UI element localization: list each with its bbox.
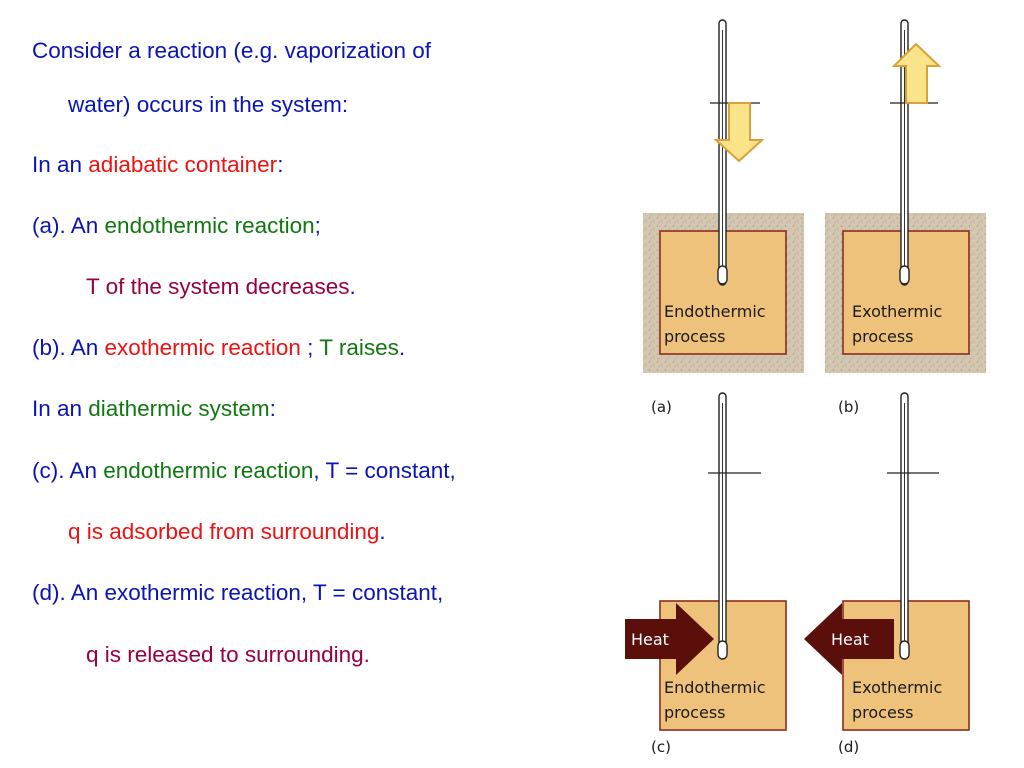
box-label-d-1: Exothermic xyxy=(852,678,942,697)
text-segment: exothermic reaction xyxy=(104,335,308,360)
text-segment: (a). An xyxy=(32,213,105,238)
panel-b: Exothermic process (b) xyxy=(825,19,986,416)
text-line-8: (c). An endothermic reaction, T = consta… xyxy=(32,458,456,484)
text-segment: q is adsorbed from surrounding xyxy=(68,519,380,544)
text-line-3: In an adiabatic container: xyxy=(32,152,283,178)
box-label-b-2: process xyxy=(852,327,913,346)
panel-d: Heat Exothermic process (d) xyxy=(804,392,970,756)
text-line-1: Consider a reaction (e.g. vaporization o… xyxy=(32,38,431,64)
temperature-up-arrow xyxy=(891,42,942,104)
panel-tag-d: (d) xyxy=(838,738,859,756)
text-segment: (d). An exothermic reaction, T = constan… xyxy=(32,580,444,605)
panel-tag-b: (b) xyxy=(838,398,859,416)
text-line-7: In an diathermic system: xyxy=(32,396,276,422)
text-segment: (c). An xyxy=(32,458,104,483)
text-segment: q is released to surrounding. xyxy=(86,642,370,667)
text-segment: ; xyxy=(307,335,320,360)
heat-label-c: Heat xyxy=(631,630,669,649)
text-segment: : xyxy=(269,396,276,421)
thermometer-figure: Endothermic process (a) Exothermic proce… xyxy=(600,0,1024,768)
box-label-a-2: process xyxy=(664,327,725,346)
heat-label-d: Heat xyxy=(831,630,869,649)
box-label-c-2: process xyxy=(664,703,725,722)
text-line-9: q is adsorbed from surrounding. xyxy=(68,519,386,545)
thermometer-bulb xyxy=(717,265,728,285)
heat-in-arrow xyxy=(625,603,714,675)
panel-tag-c: (c) xyxy=(651,738,671,756)
panel-tag-a: (a) xyxy=(651,398,672,416)
thermometer-c xyxy=(708,392,761,660)
text-segment: (b). An xyxy=(32,335,105,360)
panel-a: Endothermic process (a) xyxy=(643,19,804,416)
text-segment: T raises xyxy=(319,335,399,360)
thermometer-diagram: Endothermic process (a) Exothermic proce… xyxy=(625,19,986,756)
text-segment: : xyxy=(277,152,284,177)
temperature-down-arrow xyxy=(713,102,765,163)
box-label-c-1: Endothermic xyxy=(664,678,766,697)
text-segment: In an xyxy=(32,396,89,421)
text-line-11: q is released to surrounding. xyxy=(86,642,370,668)
text-line-10: (d). An exothermic reaction, T = constan… xyxy=(32,580,443,606)
text-line-5: T of the system decreases. xyxy=(86,274,356,300)
panel-c: Heat Endothermic process (c) xyxy=(625,392,787,756)
text-segment: In an xyxy=(32,152,89,177)
text-segment: water) occurs in the system: xyxy=(68,92,349,117)
box-label-d-2: process xyxy=(852,703,913,722)
text-segment: . xyxy=(398,335,406,360)
box-label-b-1: Exothermic xyxy=(852,302,942,321)
thermometer-a xyxy=(710,19,760,286)
text-segment: ; xyxy=(314,213,321,238)
thermometer-bulb xyxy=(717,640,728,660)
text-segment: endothermic reaction xyxy=(103,458,314,483)
text-segment: diathermic system xyxy=(88,396,270,421)
text-line-4: (a). An endothermic reaction; xyxy=(32,213,321,239)
text-segment: adiabatic container xyxy=(88,152,278,177)
text-segment: T of the system decreases xyxy=(86,274,350,299)
thermometer-bulb xyxy=(899,640,910,660)
text-segment: , T = constant, xyxy=(313,458,456,483)
text-line-6: (b). An exothermic reaction ; T raises. xyxy=(32,335,405,361)
thermometer-bulb xyxy=(899,265,910,285)
text-segment: . xyxy=(349,274,356,299)
box-label-a-1: Endothermic xyxy=(664,302,766,321)
text-line-2: water) occurs in the system: xyxy=(68,92,348,118)
slide-text: Consider a reaction (e.g. vaporization o… xyxy=(32,38,456,668)
heat-out-arrow xyxy=(804,603,894,675)
text-segment: endothermic reaction xyxy=(104,213,315,238)
text-segment: Consider a reaction (e.g. vaporization o… xyxy=(32,38,431,63)
text-segment: . xyxy=(379,519,386,544)
